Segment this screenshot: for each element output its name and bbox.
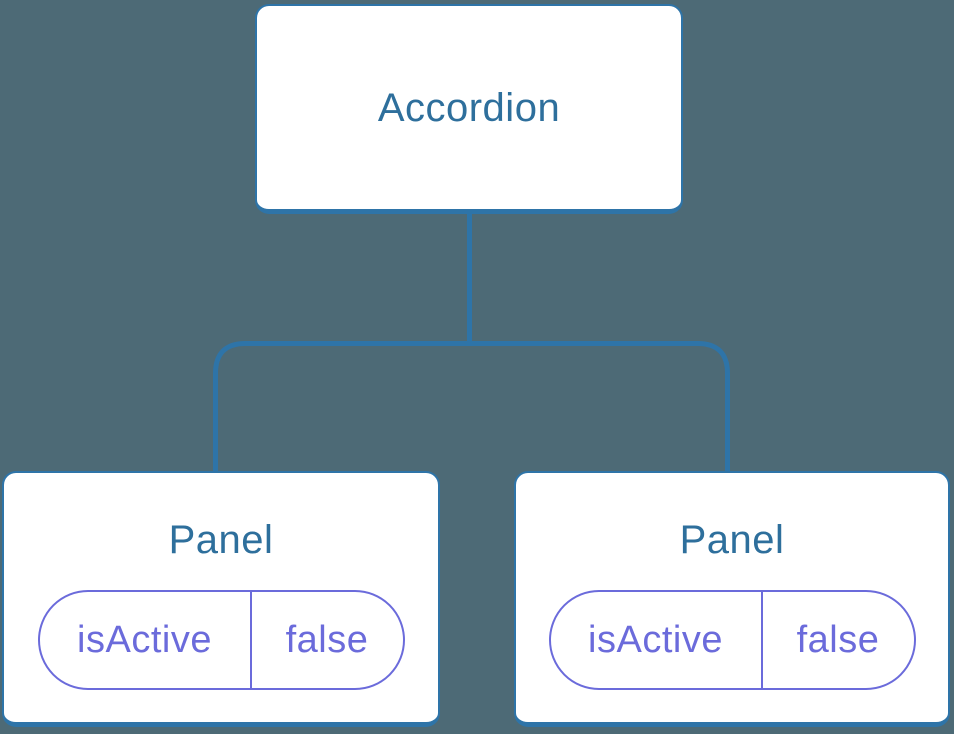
panel-node-right: Panel isActive false [514, 471, 950, 727]
state-key: isActive [40, 592, 252, 688]
accordion-node-label: Accordion [377, 85, 561, 130]
accordion-node: Accordion [255, 4, 683, 214]
panel-node-left: Panel isActive false [2, 471, 440, 727]
state-key: isActive [551, 592, 763, 688]
connector-branch [213, 341, 730, 471]
state-value: false [796, 618, 880, 661]
panel-node-label: Panel [679, 518, 785, 562]
state-pill: isActive false [548, 590, 916, 690]
state-pill: isActive false [37, 590, 405, 690]
panel-node-label: Panel [168, 518, 274, 562]
state-value: false [285, 618, 369, 661]
